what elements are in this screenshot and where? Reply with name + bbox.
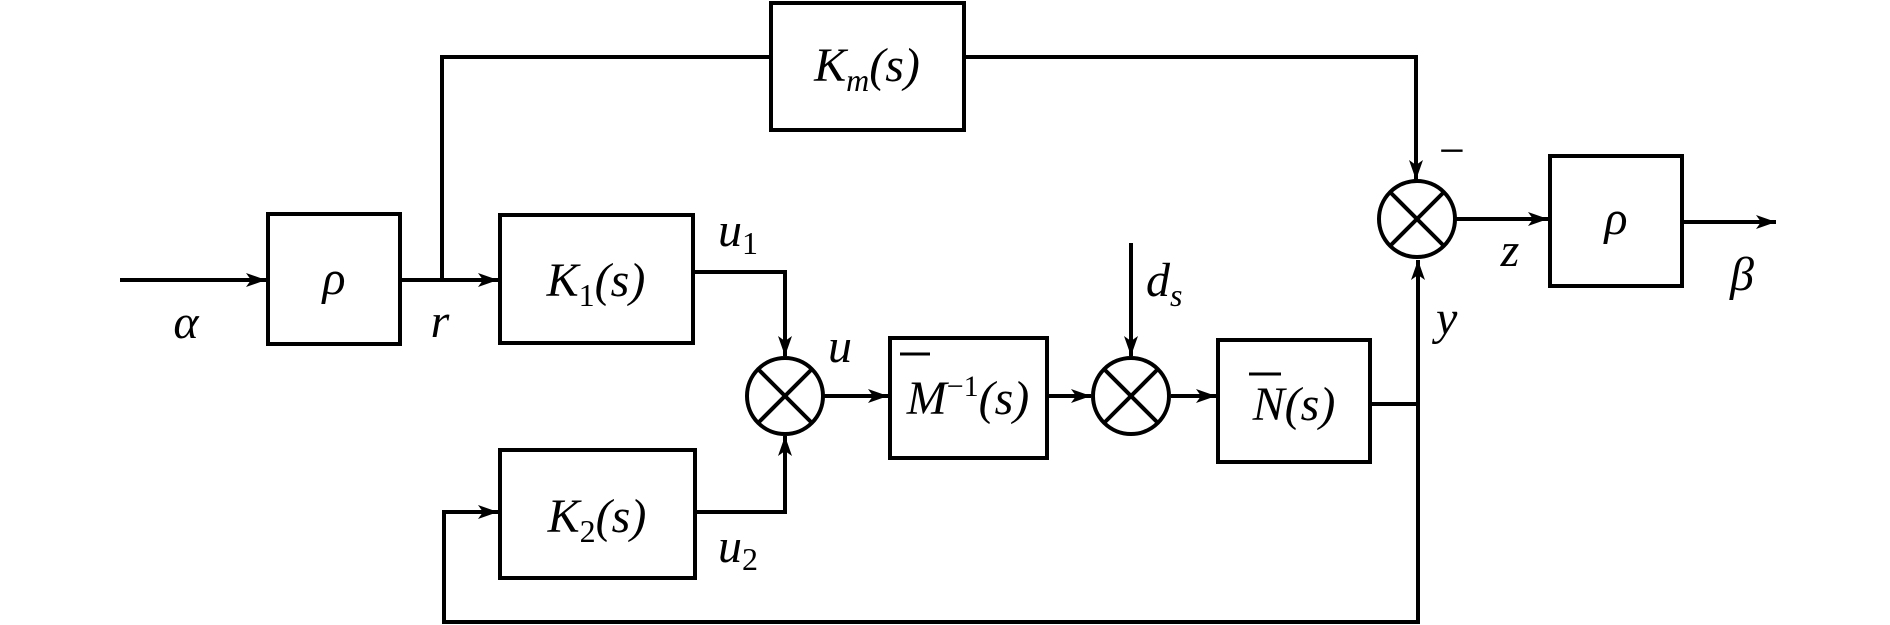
minus-sign: − (1439, 125, 1465, 176)
wire-feedback (442, 404, 1420, 624)
block-rho-out-label: ρ (1602, 192, 1627, 245)
block-m-inverse-label: M−1(s) (906, 370, 1030, 425)
block-k1: K1(s) (498, 213, 695, 345)
block-rho-in-label: ρ (320, 252, 345, 305)
block-m-inverse: M−1(s) (888, 336, 1049, 460)
wire-u2 (695, 436, 792, 514)
signal-r: r (431, 295, 450, 348)
signal-u2: u2 (718, 520, 758, 577)
signal-u1: u1 (718, 204, 758, 261)
signal-alpha: α (173, 296, 199, 349)
block-n: N(s) (1216, 338, 1372, 464)
signal-beta: β (1729, 248, 1754, 301)
block-km-label: Km(s) (813, 39, 920, 98)
signal-y: y (1431, 292, 1458, 345)
summing-junction-2 (1091, 356, 1171, 436)
signal-z: z (1500, 224, 1520, 277)
block-k1-label: K1(s) (546, 254, 646, 313)
block-k2: K2(s) (498, 448, 697, 580)
block-n-label: N(s) (1252, 378, 1336, 431)
wire-r-to-km (440, 55, 771, 280)
block-rho-out: ρ (1548, 154, 1684, 288)
signal-ds: ds (1146, 254, 1182, 313)
signal-u: u (828, 320, 852, 373)
summing-junction-1 (745, 356, 825, 436)
wire-km-to-sum (964, 55, 1423, 180)
block-rho-in: ρ (266, 212, 402, 346)
summing-junction-output (1377, 179, 1457, 259)
block-k2-label: K2(s) (547, 490, 647, 549)
wire-u1 (693, 270, 792, 356)
block-km: Km(s) (769, 1, 966, 132)
